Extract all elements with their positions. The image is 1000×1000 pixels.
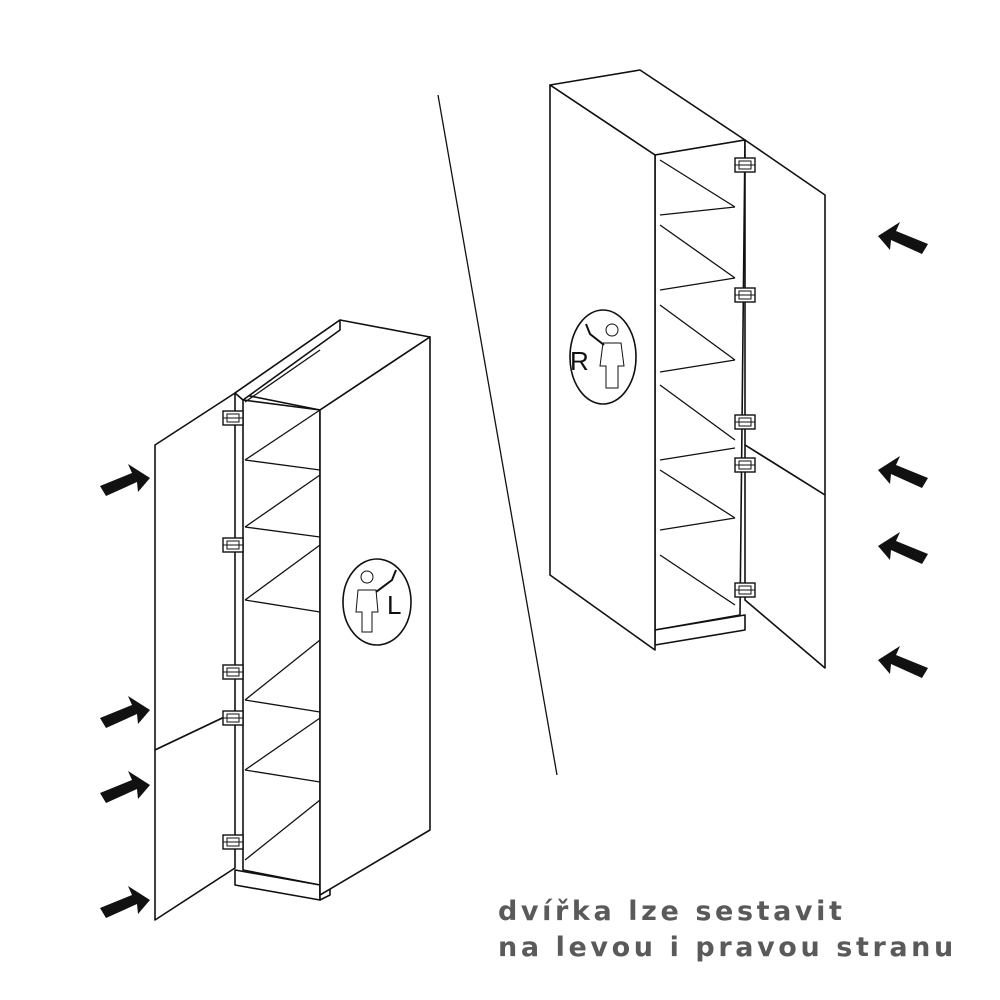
arrow-icon [100, 886, 150, 918]
caption-line-2: na levou i pravou stranu [498, 932, 957, 963]
arrow-icon [878, 532, 928, 564]
hinge-side-label: L [387, 590, 401, 620]
arrow-icon [100, 696, 150, 728]
right-cabinet: R [549, 69, 928, 678]
left-cabinet: L [100, 319, 431, 921]
divider-line [437, 94, 558, 776]
arrow-icon [100, 771, 150, 803]
right-hinge-symbol-icon: R [569, 309, 637, 405]
caption-line-1: dvířka lze sestavit [498, 896, 846, 927]
arrow-icon [100, 464, 150, 496]
arrow-icon [878, 456, 928, 488]
left-hinge-symbol-icon: L [342, 558, 412, 646]
hinge-side-label: R [570, 346, 589, 376]
arrow-icon [878, 222, 928, 254]
arrow-icon [878, 646, 928, 678]
